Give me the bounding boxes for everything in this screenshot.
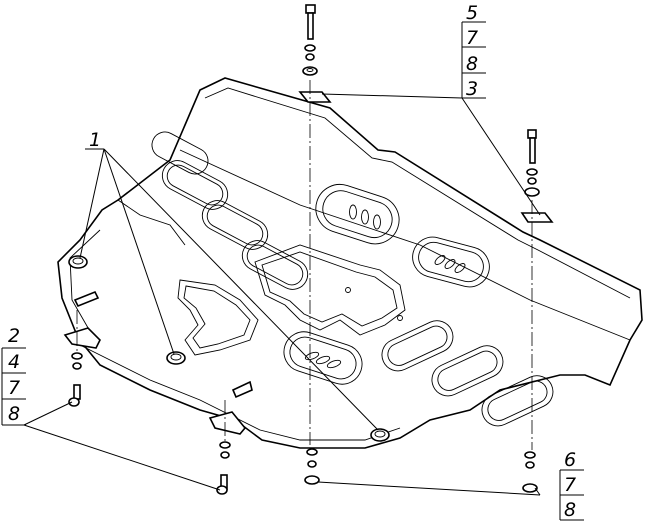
- callout-left-item-4: 8: [8, 403, 20, 425]
- bolt-bottom-center: [304, 448, 320, 485]
- bolt-bottom-right: [522, 451, 538, 493]
- bolt-top-right: [524, 129, 540, 197]
- bolt-top-center: [302, 4, 318, 76]
- callout-bottom-right-item-3: 8: [564, 499, 576, 521]
- axis-lines: [76, 80, 533, 450]
- callout-top-right-item-2: 7: [466, 27, 478, 49]
- callout-bottom-right-item-1: 6: [564, 449, 576, 471]
- pad-upper: [315, 183, 400, 245]
- callout-stack-left: 2 4 7 8: [1, 325, 26, 426]
- callout-left-item-2: 4: [8, 351, 20, 373]
- leader-lines: [23, 93, 541, 496]
- pad-lower: [283, 331, 363, 385]
- callout-left-item-3: 7: [8, 377, 20, 399]
- plate-flange-edge-2: [179, 149, 631, 341]
- callout-bottom-right-item-2: 7: [564, 474, 576, 496]
- mounting-holes: [68, 255, 390, 442]
- callout-part-1: 1: [89, 129, 101, 151]
- callout-stack-bottom-right: 6 7 8: [559, 449, 584, 521]
- callout-top-right-item-4: 3: [466, 78, 478, 100]
- stamped-channel: [254, 244, 406, 336]
- plate-bend-left: [69, 199, 186, 341]
- callout-left-item-1: 2: [8, 325, 20, 347]
- callout-top-right-item-3: 8: [466, 53, 478, 75]
- pocket-left: [177, 279, 259, 356]
- callout-stack-top-right: 5 7 8 3: [461, 2, 486, 100]
- bolt-bottom-left: [216, 441, 231, 495]
- plate-flange-edge: [204, 87, 631, 299]
- brackets: [63, 91, 554, 435]
- callout-1-label: 1: [89, 129, 101, 151]
- callout-top-right-item-1: 5: [466, 2, 478, 24]
- skid-plate: [57, 77, 643, 449]
- plate-front-lip: [79, 344, 401, 441]
- pad-right: [412, 236, 490, 288]
- plate-outline: [57, 77, 643, 449]
- pocket-left-inner: [183, 285, 251, 349]
- vent-slots-bottom-row: [381, 320, 554, 427]
- bolt-left: [68, 352, 83, 407]
